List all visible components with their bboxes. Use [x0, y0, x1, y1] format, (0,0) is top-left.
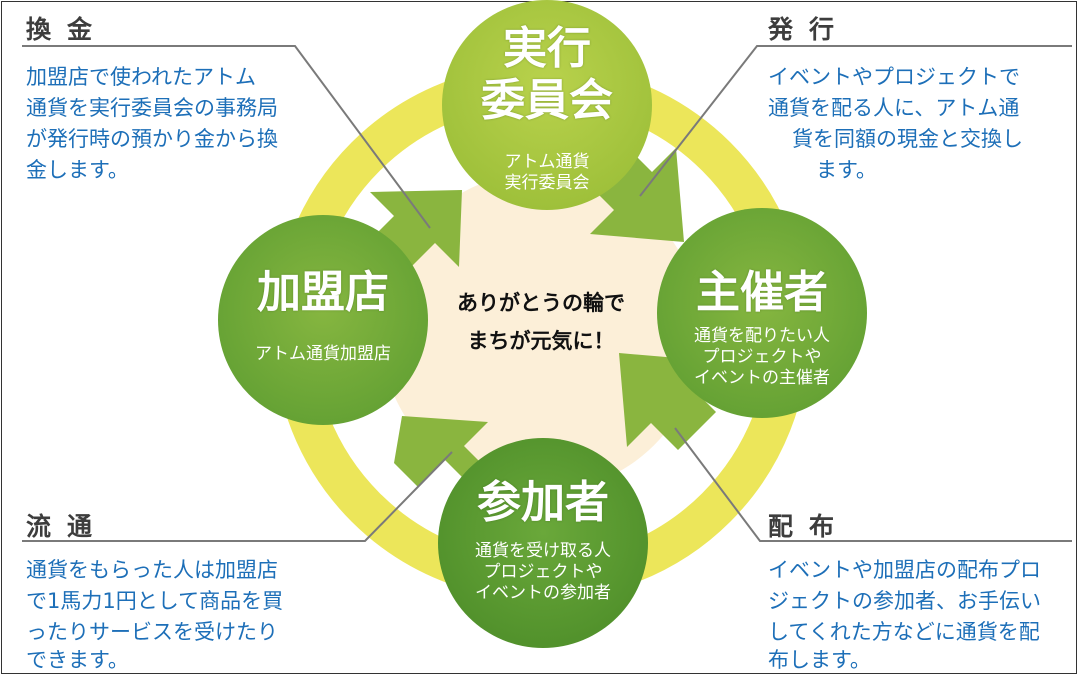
circulation-desc-line: 通貨をもらった人は加盟店: [26, 558, 278, 582]
node-committee-circle: [442, 0, 652, 210]
committee-title-line2: 委員会: [481, 75, 613, 126]
issue-title: 発行: [768, 15, 851, 44]
center-background: [381, 172, 701, 492]
issue-desc-line: イベントやプロジェクトで: [768, 65, 1020, 89]
distribution-desc-line: 布します。: [768, 648, 871, 672]
distribution-desc-line: ジェクトの参加者、お手伝い: [768, 589, 1041, 613]
leader-line-distribution: [674, 427, 1072, 542]
participant-subtitle-line2: プロジェクトや: [483, 562, 603, 582]
committee-subtitle-line2: 実行委員会: [504, 173, 590, 193]
node-organizer-circle: [657, 208, 867, 418]
participant-title: 参加者: [477, 477, 609, 528]
organizer-subtitle-line2: プロジェクトや: [702, 347, 822, 367]
participant-subtitle-line1: 通貨を受け取る人: [475, 541, 611, 561]
store-subtitle: アトム通貨加盟店: [255, 344, 391, 364]
organizer-subtitle-line3: イベントの主催者: [694, 368, 830, 388]
distribution-desc-line: してくれた方などに通貨を配: [768, 620, 1040, 644]
store-title: 加盟店: [257, 267, 389, 318]
circulation-title: 流通: [26, 512, 109, 541]
leader-line-issue: [639, 45, 1072, 197]
circulation-desc-line: ったりサービスを受けたり: [26, 620, 278, 644]
leader-line-exchange: [22, 45, 431, 229]
exchange-desc-line: が発行時の預かり金から換: [26, 127, 278, 151]
exchange-desc-line: 加盟店で使われたアトム: [26, 65, 256, 89]
committee-title-line1: 実行: [503, 23, 591, 74]
circulation-desc-line: できます。: [26, 648, 129, 672]
distribution-title: 配布: [768, 512, 851, 541]
participant-subtitle-line3: イベントの参加者: [475, 583, 611, 603]
exchange-title: 換金: [26, 15, 109, 44]
organizer-subtitle-line1: 通貨を配りたい人: [694, 326, 830, 346]
committee-subtitle-line1: アトム通貨: [504, 152, 590, 172]
issue-desc-line: 通貨を配る人に、アトム通: [768, 96, 1020, 120]
node-store-circle: [218, 215, 428, 425]
issue-desc-line: 貨を同額の現金と交換し: [792, 127, 1023, 151]
distribution-desc-line: イベントや加盟店の配布プロ: [768, 558, 1041, 582]
node-participant-circle: [438, 438, 648, 648]
leader-line-circulation: [22, 451, 453, 542]
center-slogan-line1: ありがとうの輪で: [457, 291, 625, 315]
circulation-desc-line: で1馬力1円として商品を買: [26, 589, 284, 613]
organizer-title: 主催者: [696, 267, 828, 318]
issue-desc-line: ます。: [816, 158, 877, 182]
exchange-desc-line: 金します。: [26, 158, 129, 182]
center-slogan-line2: まちが元気に！: [467, 329, 615, 353]
exchange-desc-line: 通貨を実行委員会の事務局: [26, 96, 278, 120]
